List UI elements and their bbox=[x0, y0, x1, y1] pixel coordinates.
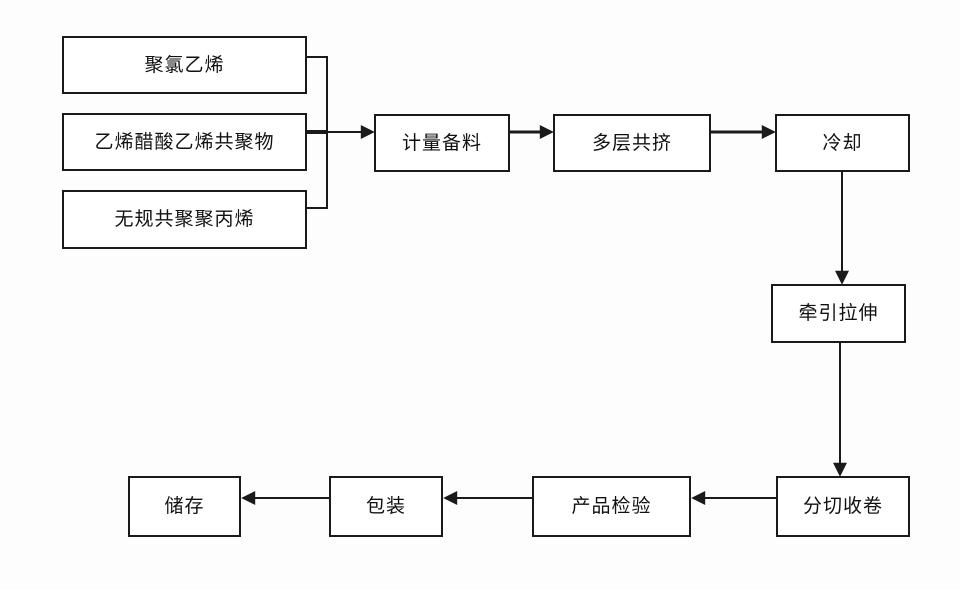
flow-node-slitting: 分切收卷 bbox=[776, 476, 910, 537]
flow-node-metering-label: 计量备料 bbox=[401, 131, 482, 154]
flow-node-eva-label: 乙烯醋酸乙烯共聚物 bbox=[94, 130, 275, 153]
flow-node-slitting-label: 分切收卷 bbox=[802, 495, 883, 517]
flow-node-cooling: 冷却 bbox=[775, 114, 910, 172]
flow-node-cooling-label: 冷却 bbox=[822, 131, 863, 154]
flow-node-packing: 包装 bbox=[329, 476, 443, 537]
flow-node-pvc-label: 聚氯乙烯 bbox=[144, 53, 225, 76]
flow-node-random-pp: 无规共聚聚丙烯 bbox=[62, 190, 307, 249]
flow-node-storage-label: 储存 bbox=[164, 495, 205, 517]
flow-node-stretching-label: 牵引拉伸 bbox=[798, 302, 879, 324]
flow-node-coextrusion: 多层共挤 bbox=[553, 114, 711, 172]
flow-node-inspection-label: 产品检验 bbox=[571, 495, 652, 517]
flow-node-eva: 乙烯醋酸乙烯共聚物 bbox=[62, 113, 307, 171]
flow-node-packing-label: 包装 bbox=[365, 495, 406, 517]
flow-node-stretching: 牵引拉伸 bbox=[771, 284, 906, 343]
flow-node-random-pp-label: 无规共聚聚丙烯 bbox=[114, 208, 255, 230]
flow-node-inspection: 产品检验 bbox=[532, 476, 691, 537]
flow-node-storage: 储存 bbox=[128, 476, 241, 537]
flow-node-pvc: 聚氯乙烯 bbox=[62, 36, 307, 94]
flow-node-coextrusion-label: 多层共挤 bbox=[591, 131, 672, 154]
flow-node-metering: 计量备料 bbox=[374, 114, 510, 172]
